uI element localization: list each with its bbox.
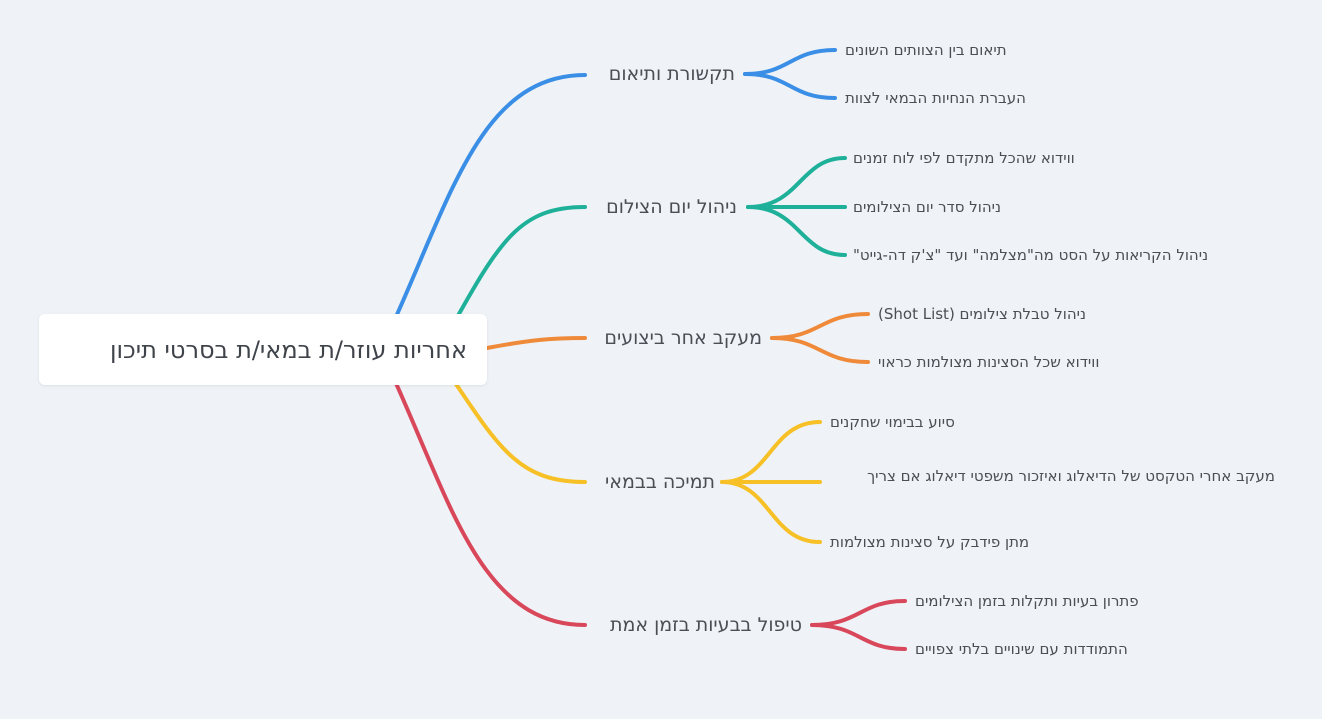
node-day-order[interactable]: ניהול סדר יום הצילומים bbox=[853, 198, 1002, 216]
link-communication bbox=[388, 73, 587, 332]
node-scenes-check[interactable]: ווידוא שכל הסצינות מצולמות כראוי bbox=[878, 353, 1100, 371]
node-schedule-check[interactable]: ווידוא שהכל מתקדם לפי לוח זמנים bbox=[853, 149, 1075, 167]
root-label: אחריות עוזר/ת במאי/ת בסרטי תיכון bbox=[109, 335, 467, 364]
node-feedback[interactable]: מתן פידבק על סצינות מצולמות bbox=[830, 533, 1030, 551]
link-shootday bbox=[448, 205, 587, 332]
branch-tracking[interactable]: מעקב אחר ביצועים bbox=[604, 327, 762, 349]
node-set-calls[interactable]: ניהול הקריאות על הסט מה"מצלמה" ועד "צ'ק … bbox=[853, 246, 1209, 264]
node-dialogue-tracking[interactable]: מעקב אחרי הטקסט של הדיאלוג ואיזכור משפטי… bbox=[867, 467, 1275, 485]
branch-support[interactable]: תמיכה בבמאי bbox=[605, 471, 715, 493]
branch-issues[interactable]: טיפול בבעיות בזמן אמת bbox=[609, 614, 802, 636]
root-node[interactable]: אחריות עוזר/ת במאי/ת בסרטי תיכון bbox=[39, 314, 487, 385]
node-unexpected-changes[interactable]: התמודדות עם שינויים בלתי צפויים bbox=[915, 640, 1128, 658]
node-problem-solving[interactable]: פתרון בעיות ותקלות בזמן הצילומים bbox=[915, 592, 1139, 610]
link-tracking bbox=[485, 336, 587, 350]
node-actor-directing[interactable]: סיוע בבימוי שחקנים bbox=[830, 413, 955, 431]
node-shot-list[interactable]: ניהול טבלת צילומים (Shot List) bbox=[878, 305, 1087, 323]
branch-shoot-day[interactable]: ניהול יום הצילום bbox=[606, 196, 737, 218]
branch-communication[interactable]: תקשורת ותיאום bbox=[608, 63, 735, 85]
node-pass-instructions[interactable]: העברת הנחיות הבמאי לצוות bbox=[845, 89, 1026, 107]
link-support bbox=[448, 373, 587, 484]
link-issues bbox=[388, 368, 587, 627]
node-team-coordination[interactable]: תיאום בין הצוותים השונים bbox=[845, 41, 1007, 59]
